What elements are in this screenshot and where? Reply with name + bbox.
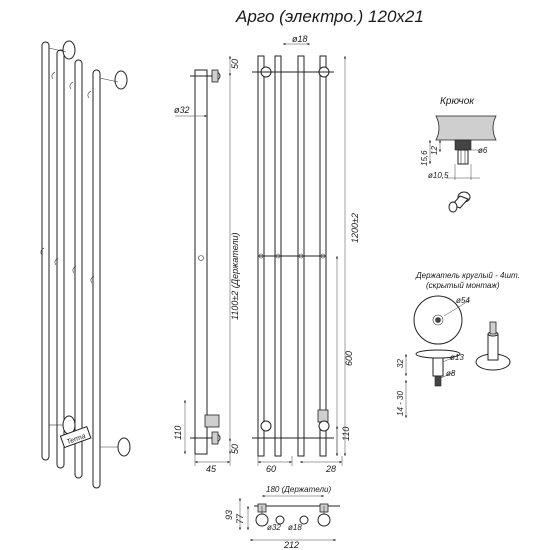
hook-dim-d10-5: ø10,5: [428, 171, 449, 180]
front-dim-bottom-right: 50: [230, 444, 240, 454]
front-view: 50 ø32 1100±2 (Держатели) 110 50 45: [173, 56, 240, 474]
holder-dim-d13: ø13: [450, 353, 464, 362]
hook-wall-section: [435, 115, 497, 141]
hook-mark: [51, 71, 56, 80]
holder-dim-32: 32: [396, 359, 405, 368]
perspective-tube-3: [74, 59, 83, 479]
bottom-holder-disc-2: [117, 437, 131, 457]
side-dim-diameter: ø18: [292, 34, 308, 44]
top-dim-77: 77: [235, 513, 245, 524]
holder-3d-icon: [475, 321, 511, 371]
top-dim-93: 93: [224, 510, 234, 520]
perspective-tube-1: [41, 41, 50, 461]
front-view-tube: [194, 69, 208, 455]
top-dim-d32: ø32: [267, 523, 281, 532]
top-holder-disc-1: [62, 40, 76, 60]
front-dim-diameter: ø32: [174, 105, 190, 115]
side-dim-height: 1200±2: [350, 213, 360, 243]
top-dim-d18: ø18: [288, 523, 302, 532]
holder-title-line1: Держатель круглый - 4шт.: [415, 271, 520, 280]
perspective-tube-4: [92, 69, 101, 489]
side-connection-box: [317, 409, 329, 423]
side-dim-28: 28: [325, 464, 336, 474]
side-dim-600: 600: [344, 351, 354, 366]
side-dim-110: 110: [341, 427, 351, 441]
perspective-tube-2: [56, 49, 65, 469]
drawing-title: Арго (электро.) 120х21: [235, 7, 424, 26]
top-view: 180 (Держатели) 93 77 ø32 ø18 212: [224, 485, 340, 550]
holder-title-line2: (скрытый монтаж): [426, 281, 500, 290]
hook-title: Крючок: [440, 96, 475, 107]
top-dim-holders-width: 180 (Держатели): [266, 485, 331, 494]
front-dim-holders: 1100±2 (Держатели): [230, 232, 240, 320]
holder-detail: Держатель круглый - 4шт. (скрытый монтаж…: [396, 271, 520, 418]
hook-dim-12: 12: [430, 146, 439, 155]
hook-3d-icon: [448, 191, 471, 213]
top-holder-disc-2: [114, 70, 128, 90]
front-dim-top: 50: [230, 59, 240, 69]
front-dim-bottom-left: 110: [173, 426, 183, 440]
front-dim-width: 45: [206, 464, 217, 474]
holder-dim-d54: ø54: [456, 296, 470, 305]
holder-dim-14-30: 14 - 30: [396, 391, 405, 416]
hook-dim-15-6: 15,6: [420, 150, 429, 166]
top-dim-212: 212: [283, 540, 299, 550]
hook-dim-d6: ø6: [478, 146, 488, 155]
front-view-connection-box: [204, 414, 220, 428]
perspective-view: Terma: [40, 40, 131, 489]
holder-dim-d8: ø8: [446, 369, 456, 378]
side-dim-60: 60: [266, 464, 276, 474]
hook-detail: Крючок 15,6 12 ø6 ø10,5: [420, 96, 497, 213]
side-view: ø18 1200±2 600 110 60 28: [252, 34, 360, 474]
